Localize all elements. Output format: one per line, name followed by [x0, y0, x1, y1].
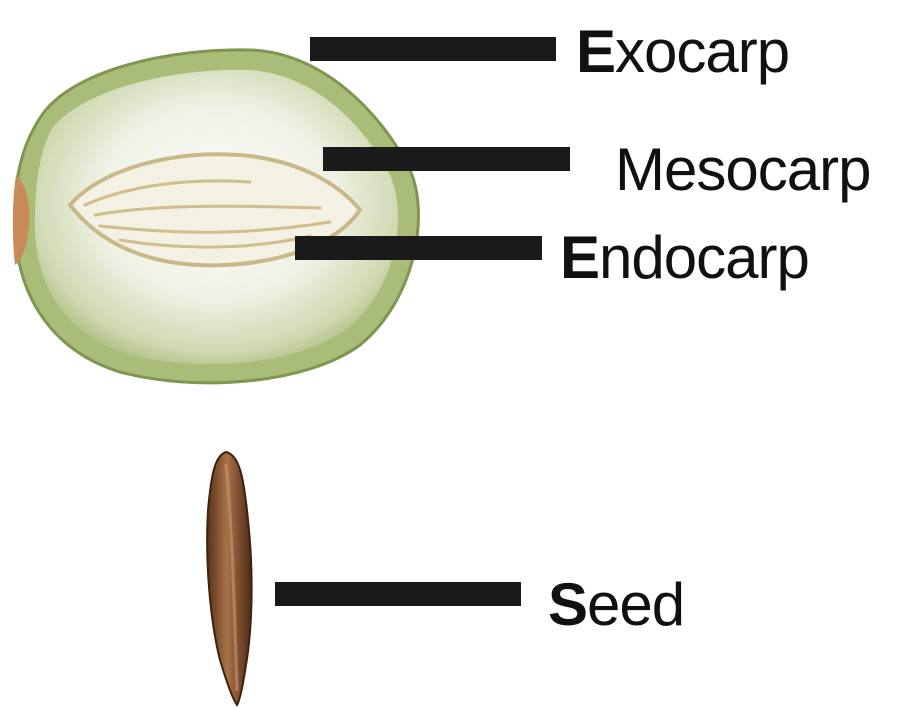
exocarp-label: Exocarp — [576, 18, 789, 85]
seed-illustration — [207, 452, 251, 705]
endocarp-leader-line — [295, 236, 542, 260]
exocarp-leader-line — [310, 37, 556, 61]
endocarp-label: Endocarp — [560, 224, 809, 291]
fruit-illustration — [13, 50, 419, 383]
mesocarp-leader-line — [323, 147, 570, 171]
seed-label: Seed — [548, 571, 684, 638]
seed-leader-line — [275, 582, 521, 606]
mesocarp-label: Mesocarp — [615, 136, 870, 203]
